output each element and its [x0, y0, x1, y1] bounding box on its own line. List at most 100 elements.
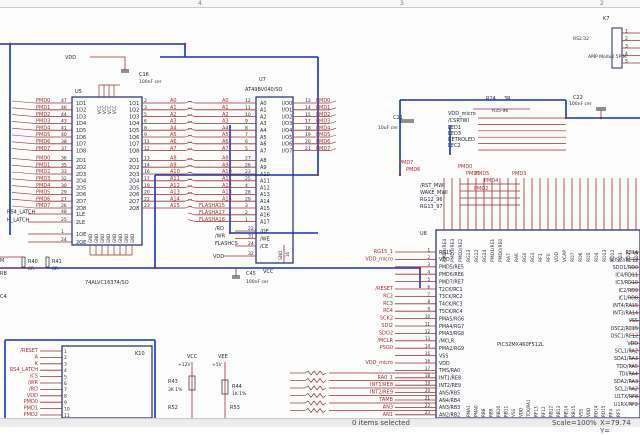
u5-pin-number: 16: [144, 169, 150, 175]
u8-pin-name: RG12: [474, 250, 480, 262]
u8-pin-name: VSS: [629, 318, 638, 324]
u8-pin-number: 13: [425, 336, 431, 341]
r41-value: 0R: [52, 266, 58, 272]
u5-net-label: PMD2: [36, 112, 50, 118]
u5-pin-number: 12: [144, 146, 150, 152]
u8-pin-name: PMA3/RG8: [439, 331, 464, 337]
k10-pin-number: 9: [64, 400, 67, 406]
k7-pin-label: RS2.32: [573, 36, 589, 42]
k10-pin-number: 5: [64, 374, 67, 380]
u8-net-label: RG15_1: [374, 249, 393, 255]
k10-pin-number: 3: [64, 362, 67, 368]
bus-entry: [12, 101, 35, 103]
u7-net-label: PMD1: [316, 105, 330, 111]
u8-top-net: VDD_micro: [448, 111, 476, 117]
junction-dot: [184, 43, 186, 45]
r44-ref: R44: [232, 384, 242, 390]
u7-net-label: A0: [222, 98, 229, 104]
u5-pin-name: 2D5: [76, 185, 86, 191]
u7-control-net: /WR: [215, 234, 226, 240]
u5-pin-name: 2Q4: [129, 179, 139, 185]
bus-entry: [12, 149, 35, 151]
u7-vcc-net: VDD: [213, 254, 224, 260]
u8-top-net: WAKE_MWI: [420, 190, 448, 196]
u8-pin-name: RC14: [625, 250, 638, 256]
u8-pin-number: 17: [425, 366, 431, 371]
u7-pin-name: A14: [260, 199, 270, 205]
u5-pin-name: 1Q6: [129, 135, 139, 141]
bus-entry: [12, 135, 35, 137]
bus-entry: [12, 121, 35, 123]
u8-pin-number: 11: [425, 321, 431, 326]
u7-pin-number: 11: [245, 105, 251, 111]
u8-pin-name: VDD: [439, 361, 450, 367]
u8-net-label: AN3: [383, 404, 393, 410]
u8-pin-name: RB11: [504, 406, 509, 417]
u8-pin-name: RF4: [609, 409, 614, 417]
junction-dot: [399, 174, 401, 176]
u5-pin-number: 37: [61, 146, 67, 152]
u5-net-label: PMD7: [36, 203, 50, 209]
u5-net-label: A5: [170, 132, 177, 138]
u7-pin-name: A16: [260, 213, 270, 219]
u7-pin-number: 17: [305, 119, 311, 125]
u8-pin-name: TCK/RA1: [526, 399, 531, 418]
k10-net: /RD: [29, 386, 38, 392]
r41-body[interactable]: [46, 257, 49, 267]
u7-pin-name: A0: [260, 101, 267, 107]
u8-pin-name: SDA2/RA3: [614, 379, 638, 385]
u5-pin-number: 1: [61, 229, 64, 235]
k7-pin-number: 3: [625, 44, 628, 50]
junction-dot: [419, 267, 421, 269]
u5-net-label: PMD5: [36, 190, 50, 196]
u8-pin-name: IC4/RD11: [615, 273, 638, 279]
k7-pin-number: 5: [625, 59, 628, 65]
k10-ref: K10: [135, 351, 145, 357]
u5-net-label: A10: [170, 169, 180, 175]
u5-net-label: A7: [170, 146, 177, 152]
k7-body[interactable]: [612, 28, 622, 68]
u5-pin-number: 32: [61, 176, 67, 182]
u5-net-label: PMD2: [36, 169, 50, 175]
u7-pin-number: 9: [245, 119, 248, 125]
u8-pin-name: OSC1/RC12: [611, 333, 638, 339]
u8-pin-name: VDD: [586, 408, 591, 417]
k7-pin-number: 2: [625, 36, 628, 42]
u7-pin-number: 24: [248, 241, 254, 247]
u7-pin-name: A9: [260, 165, 267, 171]
u8-top-net: PMD3: [512, 171, 526, 177]
u7-net-label: A14: [222, 196, 232, 202]
u5-pin-number: 22: [144, 196, 150, 202]
junction-dot: [229, 232, 231, 234]
u7-net-label: PMD3: [316, 119, 330, 125]
r40-body[interactable]: [22, 257, 25, 267]
c16-ref: C16: [139, 72, 149, 78]
resistor-array-element: [305, 409, 326, 413]
u8-pin-name: RD5: [586, 252, 592, 262]
u5-part: 74ALVC16374/SO: [85, 280, 129, 286]
u7-pin-number: 15: [305, 112, 311, 118]
bus-entry: [330, 135, 336, 137]
u7-pin-number: 2: [245, 210, 248, 216]
bus-entry: [12, 172, 35, 174]
u5-net-label: A12: [170, 183, 180, 189]
u8-pin-name: RB10: [496, 406, 501, 417]
u8-pin-name: INT4/RA15: [613, 303, 638, 309]
r43-ref: R43: [168, 379, 178, 385]
u8-top-net: PMD6: [406, 167, 420, 173]
u7-pin-name: I/O1: [282, 108, 292, 114]
u5-pin-number: 2: [144, 98, 147, 104]
u7-pin-name: A12: [260, 185, 270, 191]
c16-value: 100nF cer: [139, 79, 162, 85]
u5-pin-number: 36: [61, 156, 67, 162]
u7-pin-name: I/O6: [282, 142, 292, 148]
k7-part: AMP Modu2 5P M: [588, 54, 627, 60]
u8-pin-name: INT3/RA14: [613, 311, 638, 317]
u8-pin-number: 22: [425, 403, 431, 408]
u7-pin-number: 19: [305, 132, 311, 138]
u8-top-net: PMD1: [466, 171, 480, 177]
c16-net: VDD: [65, 55, 76, 61]
k10-pin-number: 7: [64, 387, 67, 393]
